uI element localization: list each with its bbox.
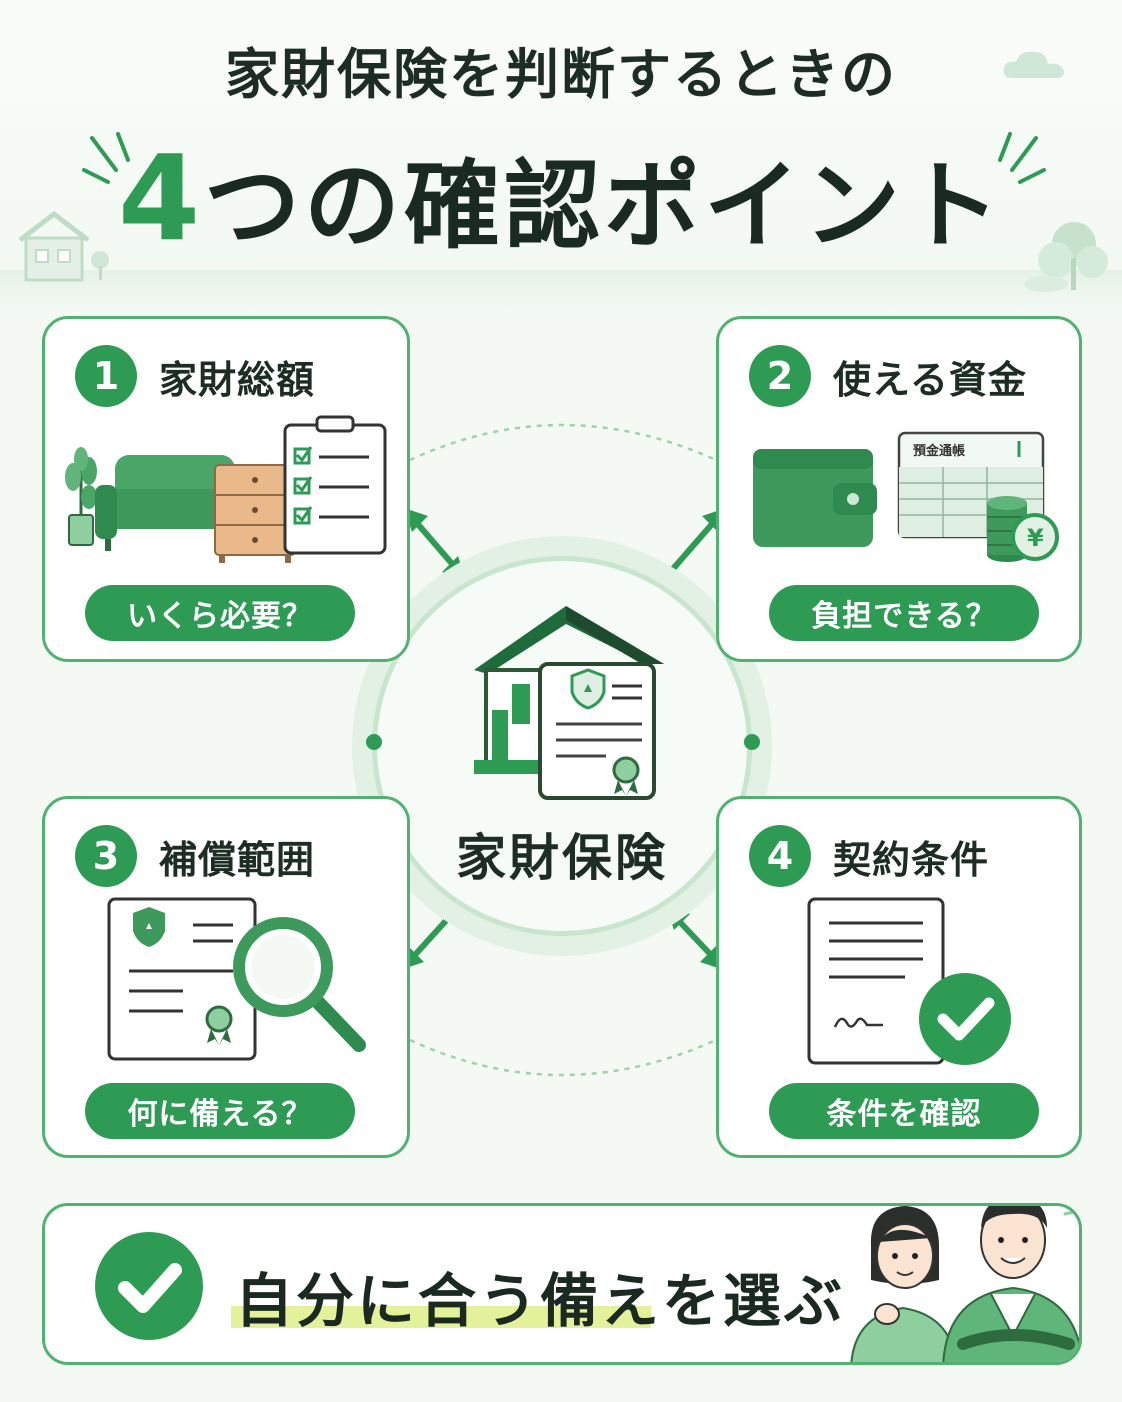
tree-icon	[1024, 222, 1108, 292]
point-3-badge: 3	[75, 825, 137, 887]
point-3-title: 補償範囲	[159, 837, 316, 882]
yen-symbol: ¥	[1027, 524, 1044, 552]
title-rest: つの確認ポイント	[204, 150, 1005, 262]
furniture-illustration	[65, 415, 387, 563]
contract-icon	[807, 897, 945, 1065]
clipboard-icon	[283, 415, 387, 555]
point-card-1: 1 家財総額	[42, 316, 410, 662]
point-2-header: 2 使える資金	[749, 345, 1027, 407]
title-line-1: 家財保険を判断するときの	[225, 43, 897, 106]
text-highlight	[231, 1306, 651, 1328]
ground-band	[0, 270, 1122, 314]
point-2-badge: 2	[749, 345, 811, 407]
point-card-2: 2 使える資金 預金通帳	[716, 316, 1082, 662]
check-icon	[95, 1232, 203, 1340]
point-4-header: 4 契約条件	[749, 825, 989, 887]
center-label: 家財保険	[456, 829, 668, 887]
drawer-icon	[214, 464, 296, 563]
plant-icon	[65, 447, 97, 546]
point-4-badge: 4	[749, 825, 811, 887]
funds-illustration: 預金通帳 ¥	[753, 431, 1059, 562]
point-card-3: 3 補償範囲	[42, 796, 410, 1158]
point-card-4: 4 契約条件 条件を確認	[716, 796, 1082, 1158]
sparkle-lines-right	[998, 132, 1046, 184]
sparkle-lines-left	[82, 132, 130, 184]
point-2-question: 負担できる？	[769, 585, 1039, 641]
point-4-title: 契約条件	[833, 837, 990, 882]
wallet-icon	[753, 449, 877, 547]
point-4-question: 条件を確認	[769, 1083, 1039, 1139]
conclusion-banner: 自分に合う備えを選ぶ	[42, 1203, 1082, 1365]
point-1-badge: 1	[75, 345, 137, 407]
point-3-question: 何に備える？	[85, 1083, 355, 1139]
yen-coin-icon	[1011, 513, 1059, 561]
point-1-header: 1 家財総額	[75, 345, 315, 407]
certificate-icon	[107, 897, 257, 1061]
point-2-title: 使える資金	[833, 357, 1027, 402]
house-icon	[18, 210, 109, 282]
point-1-question: いくら必要？	[85, 585, 355, 641]
point-3-header: 3 補償範囲	[75, 825, 315, 887]
magnifier-icon	[233, 917, 366, 1052]
coverage-illustration	[107, 897, 366, 1061]
title-line-2: 4つの確認ポイント	[0, 128, 1122, 267]
conclusion-text: 自分に合う備えを選ぶ	[235, 1267, 846, 1335]
title-number: 4	[117, 129, 205, 267]
header-background	[0, 0, 1122, 300]
contract-illustration	[807, 897, 1011, 1065]
point-1-title: 家財総額	[159, 357, 316, 402]
passbook-label: 預金通帳	[913, 443, 965, 459]
house-document-icon	[474, 606, 664, 800]
check-icon	[919, 973, 1011, 1065]
people-icon	[850, 1206, 1079, 1362]
cloud-icon	[1003, 51, 1064, 78]
